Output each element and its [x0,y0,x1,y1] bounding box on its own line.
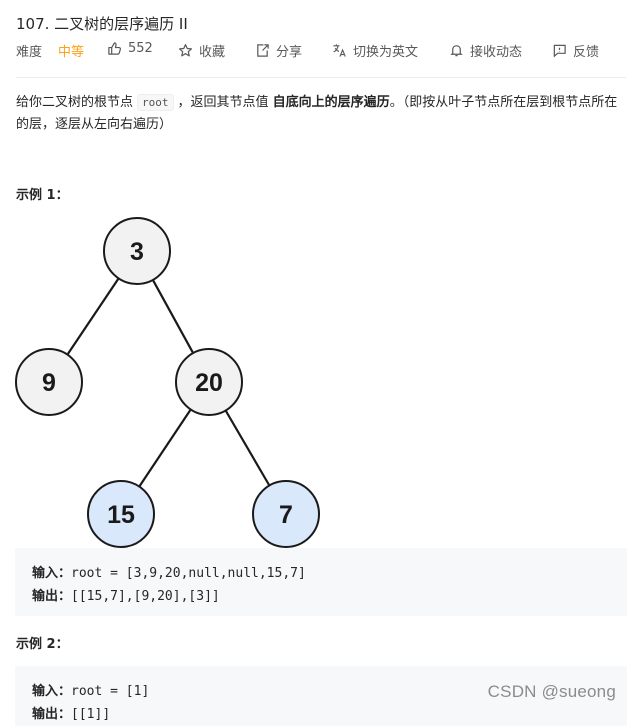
output-value: [[1]] [71,707,111,722]
tree-edge [151,279,195,354]
csdn-watermark: CSDN @sueong [487,682,616,701]
share-icon [257,44,269,57]
tree-node-label: 20 [195,369,223,397]
difficulty-label: 难度 [16,45,43,60]
tree-edge [224,409,271,487]
tree-node-3: 3 [103,217,171,285]
example-2-output-line: 输出：[[1]] [32,703,110,722]
header-divider [16,77,626,78]
star-icon [178,44,193,57]
difficulty-badge: 中等 [58,45,85,60]
tree-node-7: 7 [252,480,320,548]
input-value: root = [3,9,20,null,null,15,7] [71,566,306,581]
share-button[interactable]: 分享 [255,41,302,60]
tree-node-9: 9 [15,348,83,416]
example-1-io-block: 输入：root = [3,9,20,null,null,15,7] 输出：[[1… [15,548,627,616]
output-label: 输出： [32,707,72,722]
example-2-title: 示例 2： [16,637,69,652]
difficulty: 难度 中等 [16,41,84,60]
problem-meta-bar: 难度 中等 552 收藏 分享 切换为英文 接收动态 反馈 [0,41,630,63]
tree-node-circle [252,480,320,548]
tree-node-circle [175,348,243,416]
tree-node-circle [103,217,171,285]
input-label: 输入： [32,566,72,581]
tree-node-label: 9 [42,369,56,397]
tree-node-15: 15 [87,480,155,548]
tree-node-circle [87,480,155,548]
output-label: 输出： [32,589,72,604]
tree-edge [66,277,120,356]
subscribe-label: 接收动态 [470,45,523,60]
feedback-button[interactable]: 反馈 [552,41,599,60]
input-value: root = [1] [71,684,150,699]
tree-edge [138,408,192,488]
desc-text-1: 给你二叉树的根节点 [16,95,134,110]
desc-text-3: 。（即按从叶子节点所在层到根节点所在的层，逐层从左向右遍历） [16,95,618,132]
like-button[interactable]: 552 [107,41,153,56]
share-label: 分享 [276,45,303,60]
feedback-label: 反馈 [573,45,600,60]
favorite-label: 收藏 [199,45,226,60]
input-label: 输入： [32,684,72,699]
like-count: 552 [128,41,153,56]
tree-node-label: 7 [279,501,293,529]
tree-node-circle [15,348,83,416]
desc-code-root: root [137,94,174,111]
thumbs-up-icon [108,42,121,55]
output-value: [[15,7],[9,20],[3]] [71,589,220,604]
example-1-title: 示例 1： [16,188,69,203]
tree-node-20: 20 [175,348,243,416]
example-1-input-line: 输入：root = [3,9,20,null,null,15,7] [32,562,306,581]
desc-text-2: ，返回其节点值 [177,95,269,110]
favorite-button[interactable]: 收藏 [178,41,225,60]
switch-language-button[interactable]: 切换为英文 [332,41,418,60]
translate-icon [333,44,346,57]
example-1-output-line: 输出：[[15,7],[9,20],[3]] [32,585,220,604]
tree-node-label: 3 [130,238,144,266]
bell-icon [450,45,463,57]
desc-bold: 自底向上的层序遍历 [272,95,390,110]
example-1-tree-diagram: 3 9 20 15 7 [15,217,320,548]
switch-language-label: 切换为英文 [353,45,419,60]
feedback-icon [553,44,566,58]
example-2-input-line: 输入：root = [1] [32,680,149,699]
subscribe-button[interactable]: 接收动态 [449,41,522,60]
tree-node-label: 15 [107,501,135,529]
problem-title: 107. 二叉树的层序遍历 II [16,15,188,33]
